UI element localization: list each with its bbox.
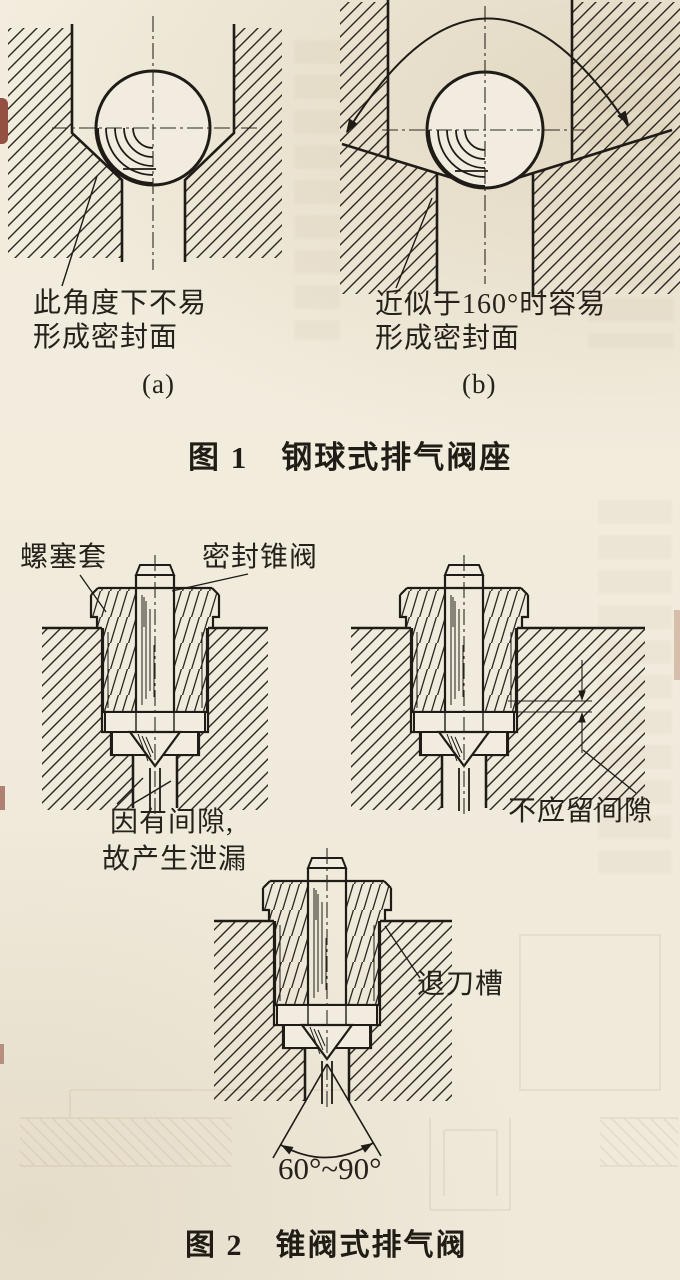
angle-arc: [346, 17, 629, 133]
contact-arcs: [428, 129, 488, 187]
hatched-block-right: [349, 921, 452, 1101]
leader-line: [395, 197, 433, 289]
gap-note-line1: 因有间隙,: [110, 807, 235, 838]
cone-angle-value: 60°~90°: [278, 1151, 382, 1186]
gap-leader-lines: [116, 777, 172, 806]
hatched-block-left: [214, 921, 305, 1101]
panel-b-note-line1: 近似于160°时容易: [375, 289, 607, 320]
label-relief-groove: 退刀槽: [417, 969, 505, 1000]
extension-lines: [508, 700, 592, 713]
label-plug-sleeve: 螺塞套: [20, 542, 108, 573]
hatched-block-right: [533, 2, 680, 294]
hatched-block-right: [177, 628, 268, 810]
centerlines: [52, 16, 258, 270]
panel-b-tag: (b): [462, 369, 497, 399]
scan-artifact: [0, 786, 5, 810]
figure1-panel-b-drawing: [340, 0, 680, 296]
leader-line: [582, 749, 637, 794]
bleed-through-ghost-drawing: [20, 934, 678, 1211]
scan-artifact: [674, 610, 680, 680]
figure2-caption: 图 2 锥阀式排气阀: [185, 1229, 468, 1262]
figure2-bottom-drawing: [214, 846, 452, 1159]
figure2-left-drawing: [42, 553, 268, 817]
panel-a-tag: (a): [142, 369, 175, 399]
hatched-block-left: [42, 628, 133, 810]
label-no-gap: 不应留间隙: [508, 796, 654, 827]
panel-a-note: 此角度下不易 形成密封面: [33, 287, 207, 354]
figure1-panel-a-drawing: [8, 16, 282, 287]
hatched-block-right: [185, 28, 282, 258]
valve-seat-walls: [70, 24, 236, 262]
leader-line: [384, 925, 421, 979]
scan-artifact: [0, 1044, 4, 1064]
panel-b-note-line2: 形成密封面: [375, 322, 521, 354]
panel-a-note-line2: 形成密封面: [33, 321, 179, 353]
figure2-right-drawing: [351, 553, 645, 817]
hatched-block-left: [8, 28, 122, 258]
label-sealing-cone-valve: 密封锥阀: [202, 542, 319, 573]
scan-artifact: [0, 98, 8, 144]
panel-b-note: 近似于160°时容易 形成密封面: [375, 288, 606, 355]
hatched-block-right: [486, 628, 645, 810]
panel-a-note-line1: 此角度下不易: [33, 288, 208, 319]
figure1-caption: 图 1 钢球式排气阀座: [188, 440, 513, 475]
leader-line: [61, 175, 98, 287]
hatched-block-left: [340, 2, 437, 294]
label-leader-lines: [79, 573, 249, 613]
cone-angle-lines: [272, 1063, 382, 1159]
gap-note-line2: 故产生泄漏: [102, 844, 248, 875]
valve-seat-walls: [341, 0, 673, 296]
hatched-block-left: [351, 628, 442, 810]
contact-arcs: [97, 127, 156, 184]
centerlines: [382, 6, 585, 284]
